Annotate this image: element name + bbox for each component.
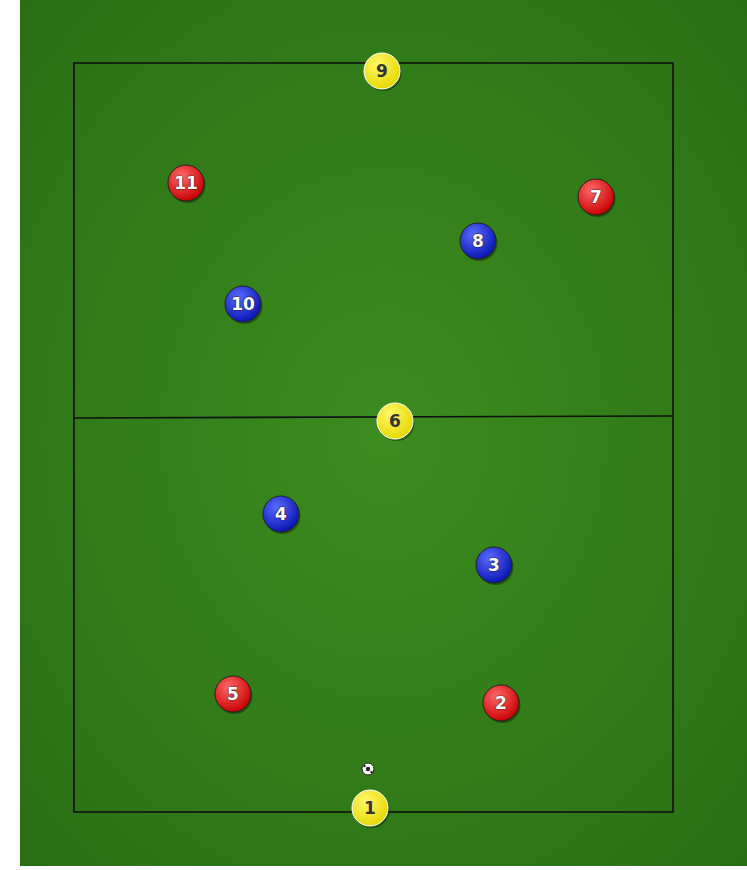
red-player: 7 bbox=[577, 178, 615, 216]
grass bbox=[20, 0, 747, 866]
ball bbox=[362, 763, 374, 775]
player-number: 10 bbox=[231, 296, 255, 313]
red-player: 5 bbox=[214, 675, 252, 713]
player-number: 8 bbox=[472, 233, 484, 250]
player-number: 5 bbox=[227, 686, 239, 703]
red-player: 2 bbox=[482, 684, 520, 722]
yellow-marker: 6 bbox=[376, 402, 414, 440]
blue-player: 8 bbox=[459, 222, 497, 260]
player-number: 1 bbox=[364, 800, 376, 817]
player-number: 6 bbox=[389, 413, 401, 430]
player-number: 7 bbox=[590, 189, 602, 206]
blue-player: 10 bbox=[224, 285, 262, 323]
yellow-marker: 9 bbox=[363, 52, 401, 90]
red-player: 11 bbox=[167, 164, 205, 202]
yellow-marker: 1 bbox=[351, 789, 389, 827]
player-number: 11 bbox=[174, 175, 198, 192]
field-boundary bbox=[74, 63, 673, 812]
half-line bbox=[74, 416, 673, 418]
player-number: 2 bbox=[495, 695, 507, 712]
blue-player: 3 bbox=[475, 546, 513, 584]
player-number: 9 bbox=[376, 63, 388, 80]
player-number: 4 bbox=[275, 506, 287, 523]
blue-player: 4 bbox=[262, 495, 300, 533]
player-number: 3 bbox=[488, 557, 500, 574]
